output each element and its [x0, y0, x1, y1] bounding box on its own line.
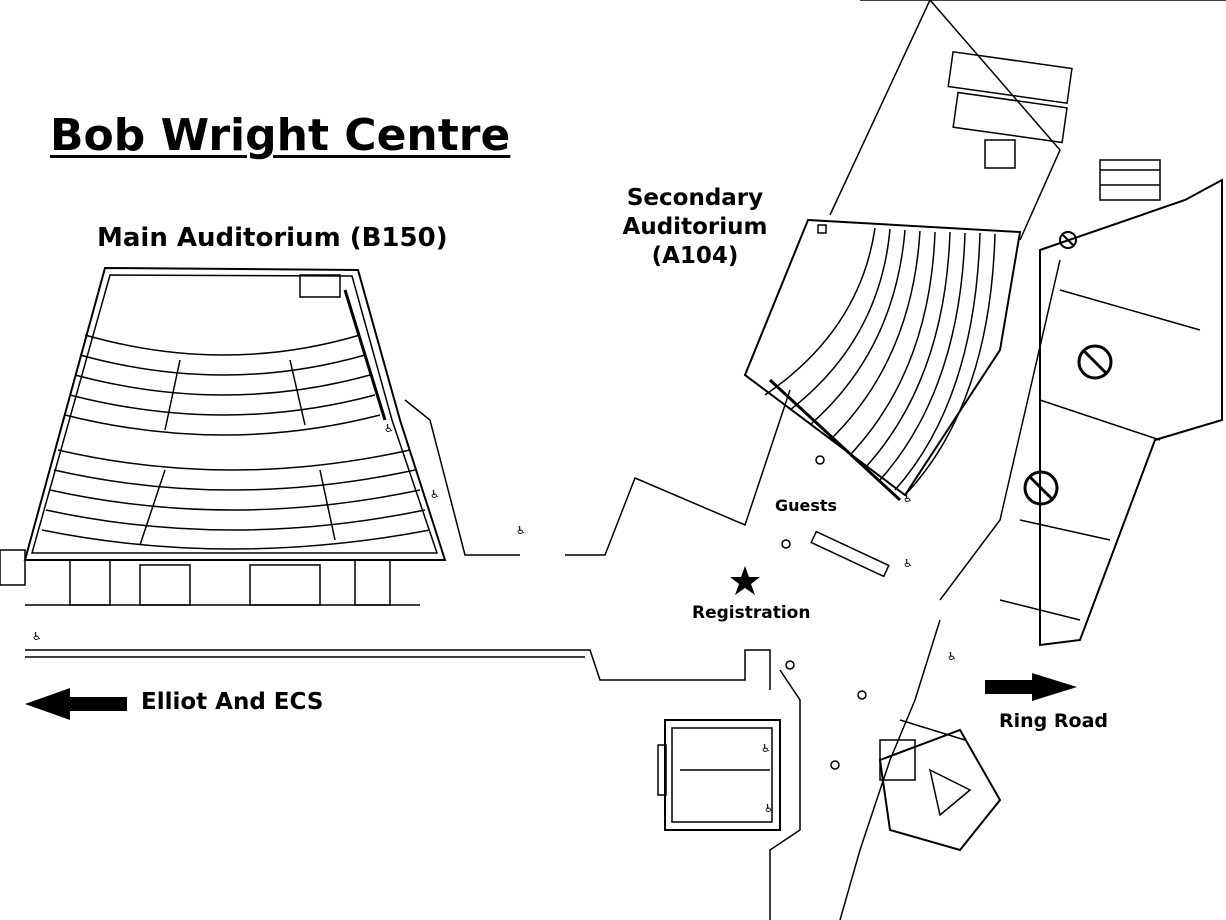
- no-entry-icon: [1059, 231, 1077, 249]
- guests-label: Guests: [775, 496, 838, 515]
- svg-text:♿: ♿: [384, 422, 394, 435]
- east-wing-plan: [860, 0, 1223, 647]
- no-entry-icon: [1023, 470, 1059, 506]
- main-auditorium-plan: [0, 266, 791, 690]
- map-title: Bob Wright Centre: [50, 110, 511, 161]
- secondary-auditorium-line: Auditorium: [622, 213, 768, 240]
- svg-text:♿: ♿: [761, 742, 771, 755]
- secondary-auditorium-line: Secondary: [626, 185, 764, 211]
- main-auditorium-label: Main Auditorium (B150): [97, 223, 448, 253]
- star-icon: [730, 566, 760, 595]
- registration-label: Registration: [692, 603, 811, 623]
- direction-elliot-label: Elliot And ECS: [141, 689, 324, 715]
- south-wing-plan: [657, 455, 1002, 920]
- direction-ring-road-label: Ring Road: [999, 710, 1108, 732]
- secondary-auditorium-label: Secondary Auditorium (A104): [610, 184, 780, 270]
- svg-text:♿: ♿: [32, 630, 42, 643]
- arrow-left-icon: [25, 688, 127, 720]
- svg-text:♿: ♿: [764, 802, 774, 815]
- svg-text:♿: ♿: [430, 488, 440, 501]
- svg-text:♿: ♿: [947, 650, 957, 663]
- wheelchair-icon: ♿ ♿ ♿ ♿ ♿ ♿ ♿ ♿ ♿: [32, 422, 957, 815]
- arrow-right-icon: [985, 673, 1077, 701]
- svg-text:♿: ♿: [903, 492, 913, 505]
- secondary-auditorium-line: (A104): [651, 242, 739, 269]
- svg-text:♿: ♿: [516, 524, 526, 537]
- svg-text:♿: ♿: [903, 557, 913, 570]
- secondary-auditorium-plan: [743, 0, 1226, 502]
- no-entry-icon: [1077, 344, 1113, 380]
